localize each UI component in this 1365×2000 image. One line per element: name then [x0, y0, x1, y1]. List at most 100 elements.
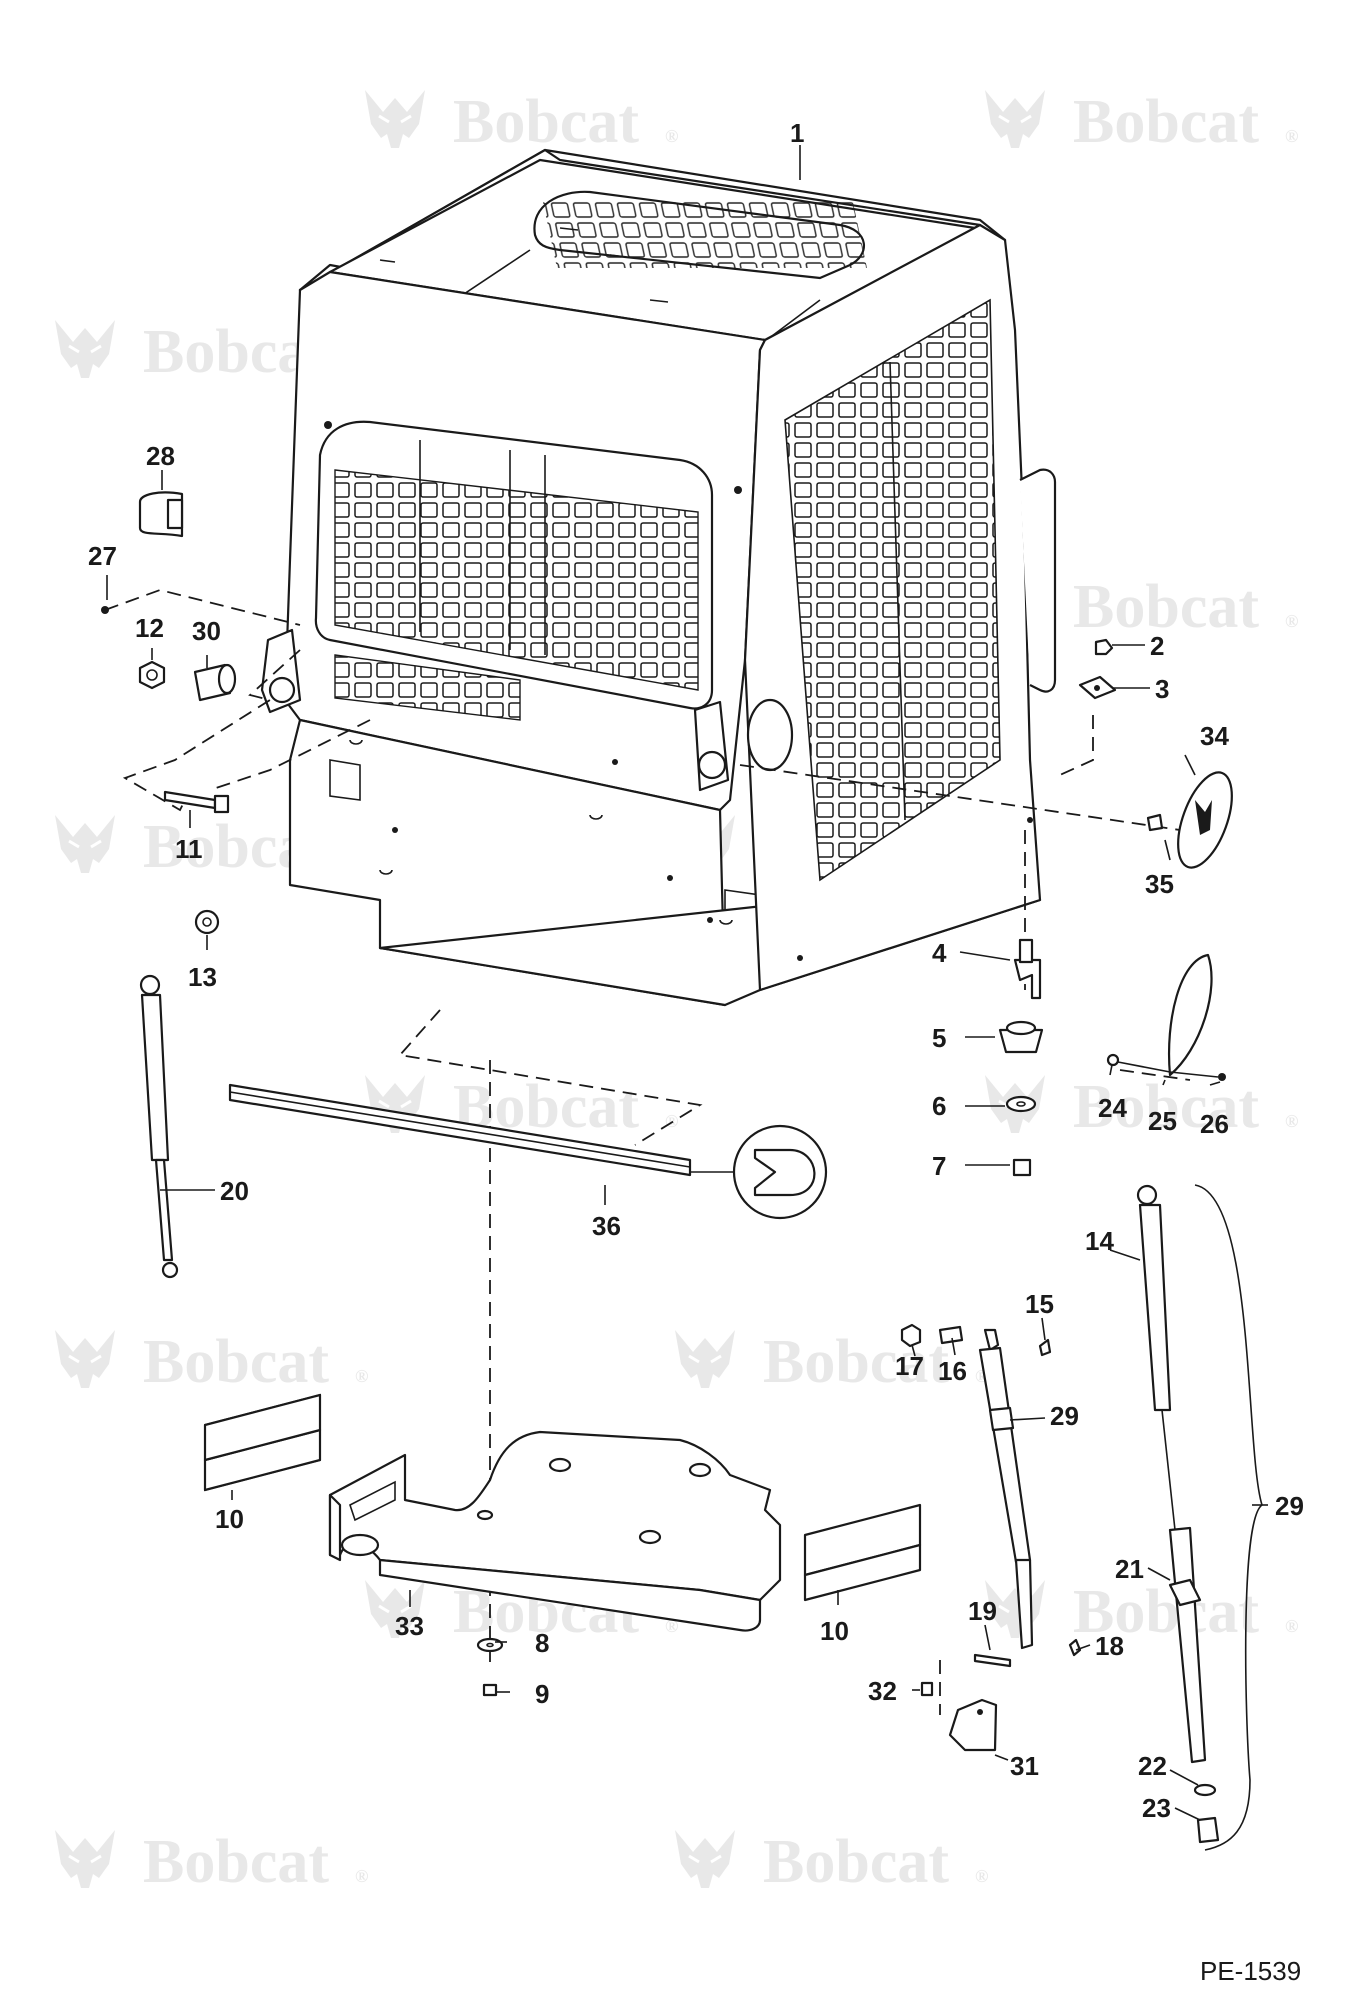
callout-20: 20: [220, 1176, 249, 1206]
part-28-bushing-clip: [138, 491, 184, 538]
bobcat-logo-icon: [53, 813, 117, 875]
callout-5: 5: [932, 1023, 946, 1053]
callout-7: 7: [932, 1151, 946, 1181]
bobcat-watermark: Bobcat®: [363, 1073, 678, 1141]
callout-24: 24: [1098, 1093, 1127, 1123]
part-33-mounting-plate: [328, 1430, 782, 1632]
part-10-block-right: [803, 1503, 922, 1602]
watermark-text: Bobcat: [143, 1328, 329, 1396]
bobcat-logo-icon: [363, 88, 427, 150]
callout-22: 22: [1138, 1751, 1167, 1781]
callout-16: 16: [938, 1356, 967, 1386]
callout-26: 26: [1200, 1109, 1229, 1139]
part-23-fitting: [1196, 1816, 1220, 1844]
leader-lines: [106, 145, 1268, 1821]
bobcat-logo-icon: [673, 1828, 737, 1890]
callout-34: 34: [1200, 721, 1229, 751]
part-12-nut: [138, 660, 166, 690]
watermark-text: Bobcat: [1073, 1073, 1259, 1141]
callout-15: 15: [1025, 1289, 1054, 1319]
watermark-text: Bobcat: [453, 88, 639, 156]
bobcat-logo-icon: [983, 88, 1047, 150]
callout-32: 32: [868, 1676, 897, 1706]
callout-10-left: 10: [215, 1504, 244, 1534]
bobcat-watermark: Bobcat ®: [53, 1828, 368, 1896]
callout-19: 19: [968, 1596, 997, 1626]
bobcat-watermark: Bobcat ®: [53, 1328, 368, 1396]
watermark-registered-mark: ®: [355, 1366, 368, 1386]
callout-17: 17: [895, 1351, 924, 1381]
seal-detail-icon: [690, 1124, 828, 1220]
bobcat-logo-icon: [53, 1828, 117, 1890]
part-27-pin: [101, 606, 109, 614]
part-25-leaf: [1167, 953, 1213, 1077]
callout-11: 11: [175, 834, 203, 864]
callout-30: 30: [192, 616, 221, 646]
watermark-registered-mark: ®: [1285, 611, 1298, 631]
watermark-text: Bobcat: [763, 1828, 949, 1896]
part-13-nut: [194, 909, 220, 935]
watermark-registered-mark: ®: [975, 1866, 988, 1886]
watermark-layer: Bobcat ® Bobcat ® Bobcat ® Bobcat ® Bobcat ® Bobca…: [53, 88, 1298, 1896]
bobcat-watermark: Bobcat ®: [983, 1073, 1298, 1141]
callout-21: 21: [1115, 1554, 1144, 1584]
callout-14: 14: [1085, 1226, 1114, 1256]
watermark-text: Bobcat: [143, 1828, 329, 1896]
part-10-block-left: [203, 1393, 322, 1492]
part-20-gas-strut: [139, 974, 179, 1279]
callout-27: 27: [88, 541, 117, 571]
callout-29-bracket: 29: [1275, 1491, 1304, 1521]
callout-1: 1: [790, 118, 804, 148]
callout-36: 36: [592, 1211, 621, 1241]
callout-4: 4: [932, 938, 947, 968]
part-35-fastener: [1146, 813, 1164, 832]
watermark-registered-mark: ®: [1285, 1616, 1298, 1636]
callout-labels: 1 2 3 4 5 6 7 8 9 10 10 11 12 13 14 15 1…: [88, 118, 1304, 1823]
part-24-rivet: [1106, 1053, 1120, 1067]
part-9-nut: [482, 1683, 498, 1697]
watermark-registered-mark: ®: [665, 1111, 678, 1131]
callout-28: 28: [146, 441, 175, 471]
callout-29-center: 29: [1050, 1401, 1079, 1431]
watermark-registered-mark: ®: [1285, 126, 1298, 146]
bobcat-watermark: Bobcat ®: [363, 88, 678, 156]
part-26-screw: [1218, 1073, 1226, 1081]
callout-3: 3: [1155, 674, 1169, 704]
drawing-code: PE-1539: [1200, 1956, 1301, 1986]
callout-18: 18: [1095, 1631, 1124, 1661]
callout-9: 9: [535, 1679, 549, 1709]
part-11-bolt: [163, 790, 230, 814]
watermark-registered-mark: ®: [1285, 1111, 1298, 1131]
callout-6: 6: [932, 1091, 946, 1121]
part-6-washer: [1005, 1095, 1037, 1113]
cab-assembly: [260, 148, 1057, 1007]
callout-12: 12: [135, 613, 164, 643]
bobcat-logo-icon: [673, 1328, 737, 1390]
part-7-nut: [1012, 1158, 1032, 1177]
bobcat-logo-icon: [53, 1328, 117, 1390]
part-29-strut-assembly: [900, 1323, 1082, 1752]
bobcat-logo-icon: [53, 318, 117, 380]
part-22-washer: [1193, 1783, 1217, 1797]
callout-10-right: 10: [820, 1616, 849, 1646]
part-36-seal-strip: [228, 1083, 692, 1177]
bobcat-watermark: Bobcat ®: [983, 573, 1298, 641]
part-3-plate: [1078, 675, 1117, 700]
part-4-pin: [1013, 938, 1042, 1000]
callout-8: 8: [535, 1628, 549, 1658]
watermark-registered-mark: ®: [665, 126, 678, 146]
watermark-text: Bobcat: [1073, 88, 1259, 156]
bobcat-watermark: Bobcat ®: [673, 1828, 988, 1896]
bracket-29: [1194, 1184, 1263, 1851]
bobcat-watermark: Bobcat ®: [983, 88, 1298, 156]
watermark-text: Bobcat: [1073, 573, 1259, 641]
part-30-bushing: [193, 663, 237, 702]
part-34-bobcat-decal: [1177, 771, 1233, 869]
callout-23: 23: [1142, 1793, 1171, 1823]
part-14-gas-spring: [1136, 1184, 1176, 1531]
callout-25: 25: [1148, 1106, 1177, 1136]
watermark-text: Bobcat: [1073, 1578, 1259, 1646]
watermark-registered-mark: ®: [355, 1866, 368, 1886]
callout-35: 35: [1145, 869, 1174, 899]
